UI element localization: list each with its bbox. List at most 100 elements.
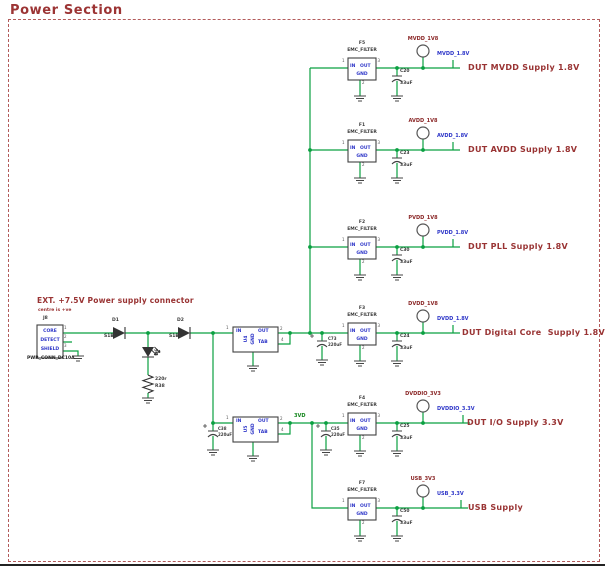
filter-refdes: F4 [358,396,366,401]
supply-description: DUT MVDD Supply 1.8V [468,63,580,72]
filter-pin-gnd: GND [356,251,368,256]
testpoint-icons [416,44,430,498]
diode-d2-icon [178,327,190,339]
component-outlines [36,57,377,521]
filter-f2-body [347,236,377,260]
pin-number: 1 [342,498,345,503]
filter-refdes: F7 [358,481,366,486]
u5-refdes: U5 [243,425,249,433]
testpoint-label: DVDDIO_3V3 [405,391,441,397]
u5-pin-in: IN [236,419,242,424]
cap-value: 33uF [400,436,413,441]
u4-pin-gnd: GND [250,333,256,345]
filter-pin-out: OUT [360,243,371,248]
net-label: MVDD_1.8V [437,51,470,57]
filter-f5-body [347,57,377,81]
diode-d2-part: S1BL [169,334,182,339]
supply-description: DUT AVDD Supply 1.8V [468,145,578,154]
filter-f1-body [347,139,377,163]
net-label: DVDDIO_3.3V [437,406,475,412]
pin-number: 1 [342,237,345,242]
filter-refdes: F1 [358,123,366,128]
filter-part: EMC_FILTER [347,48,377,53]
filter-pin-out: OUT [360,64,371,69]
testpoint-label: AVDD_1V8 [408,118,438,124]
capacitor-plates [203,75,403,523]
diode-d1-refdes: D1 [112,318,119,323]
pin-number: 1 [342,140,345,145]
pin-number: 3 [377,413,381,418]
sheet-border [8,19,600,562]
pin-number: 3 [377,498,381,503]
cap-value: 220uF [331,432,345,437]
pin-number: 1 [226,415,229,420]
filter-part: EMC_FILTER [347,403,377,408]
connector-refdes: J8 [43,316,48,321]
diode-d1-icon [113,327,125,339]
cap-refdes: C25 [400,424,410,429]
diode-d1-part: S1BL [104,334,117,339]
cap-value: 33uF [400,260,413,265]
filter-part: EMC_FILTER [347,488,377,493]
supply-description: DUT Digital Core Supply 1.8V [462,328,605,337]
regulator-u4-body [232,326,279,353]
cap-value: 33uF [400,81,413,86]
filter-part: EMC_FILTER [347,313,377,318]
net-label: AVDD_1.8V [437,133,468,139]
filter-pin-in: IN [350,329,356,334]
cap-value: 220uF [328,342,342,347]
filter-pin-gnd: GND [356,427,368,432]
pin-number: 3 [377,237,381,242]
u4-pin-tab: TAB [258,340,268,345]
cap-refdes: C24 [400,334,410,339]
pin-number: 2 [362,162,365,167]
led-d6-icon [142,347,154,357]
cap-refdes: C30 [400,248,410,253]
testpoint-label: MVDD_1V8 [407,36,439,42]
connector-part: PWR_CONN_DC10A [27,356,75,361]
pin-number: 1 [342,58,345,63]
filter-pin-out: OUT [360,419,371,424]
connector-note: centre is +ve [38,308,72,313]
led-arrows-icon [150,346,161,356]
diode-bars [124,327,191,358]
resistor-value: 220r [155,377,167,382]
pin-number: 2 [362,345,365,350]
pin-number: 2 [280,416,283,421]
filter-pin-out: OUT [360,504,371,509]
regulator-u5-body [232,416,279,443]
u4-pin-in: IN [236,329,242,334]
filter-pin-gnd: GND [356,337,368,342]
u5-pin-tab: TAB [258,430,268,435]
pin-number: 1 [342,323,345,328]
cap-value: 33uF [400,521,413,526]
pin-number: 3 [377,58,381,63]
net-label: PVDD_1.8V [437,230,469,236]
cap-value: 33uF [400,163,413,168]
filter-f3-body [347,322,377,346]
filter-pin-gnd: GND [356,154,368,159]
net-label: USB_3.3V [437,491,464,497]
resistor-refdes: R38 [155,384,165,389]
net-label: DVDD_1.8V [437,316,469,322]
filter-pin-in: IN [350,504,356,509]
page-title: Power Section [10,3,123,18]
pin-number: 2 [280,326,283,331]
filter-pin-out: OUT [360,329,371,334]
pin-number: 1 [226,325,229,330]
filter-f4-body [347,412,377,436]
pin-number: 2 [362,520,365,525]
junction-dots [146,66,425,510]
polarity-plus-icon [203,334,320,428]
cap-refdes: C73 [328,336,337,341]
cap-refdes: C38 [218,426,227,431]
u5-pin-out: OUT [258,419,269,424]
connector-pin-shield: SHIELD [40,347,60,352]
u5-pin-gnd: GND [250,423,256,435]
window-bottom-edge [0,564,605,566]
cap-refdes: C50 [400,509,410,514]
filter-pin-in: IN [350,419,356,424]
pin-number: 2 [362,435,365,440]
supply-description: DUT I/O Supply 3.3V [467,418,564,427]
filter-pin-in: IN [350,64,356,69]
